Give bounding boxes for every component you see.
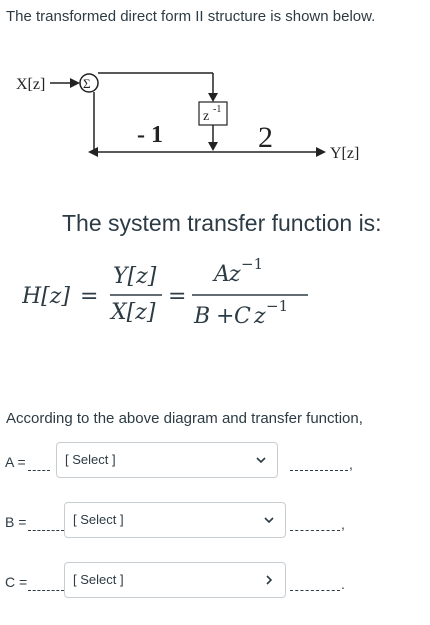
eq-den-plus: + [216,304,234,329]
eq-num-var: z [228,262,241,287]
chevron-down-icon [266,575,273,585]
input-arrowhead [70,78,80,88]
eq-ratio-num: Y[z] [113,264,157,289]
eq-equals-1: = [80,284,98,309]
delay-input-arrowhead [208,93,218,102]
eq-den-exp: −1 [266,297,288,315]
select-a-value: [ Select ] [65,452,116,467]
direct-form-ii-diagram: X[z] Σ z -1 - 1 2 Y[z] [16,72,359,162]
question-intro: The transformed direct form II structure… [6,8,376,25]
select-c-value: [ Select ] [73,572,124,587]
eq-num-coef: A [212,262,230,287]
eq-num-exp: −1 [241,255,263,273]
transfer-function-equation: H[z] = Y[z] X[z] = A z −1 B + C z −1 [22,255,308,329]
blank-lead-b [28,530,64,531]
output-label: Y[z] [330,145,359,162]
blank-trail-b [290,530,340,531]
blank-lead-a [28,470,50,471]
blank-label-b: B = [5,514,27,530]
blank-end-b: , [341,516,345,532]
blank-trail-a [290,470,348,471]
question-context: According to the above diagram and trans… [6,410,363,427]
delay-exponent: -1 [213,104,221,115]
feedback-arrowhead [88,147,98,157]
blank-label-a: A = [5,454,26,470]
feedback-gain: - 1 [137,122,163,148]
eq-equals-2: = [168,284,186,309]
blank-row-c: C = [ Select ] . [0,562,430,602]
delay-label: z [203,109,209,124]
blank-row-a: A = [ Select ] , [0,442,430,482]
eq-lhs: H[z] [22,284,70,309]
blank-trail-c [290,590,340,591]
select-b-value: [ Select ] [73,512,124,527]
sum-symbol: Σ [83,76,91,91]
select-c[interactable]: [ Select ] [64,562,286,598]
forward-gain: 2 [258,121,273,154]
eq-ratio-den: X[z] [109,300,156,325]
chevron-down-icon [264,517,274,524]
delay-output-arrowhead [208,142,218,151]
blank-end-c: . [341,576,345,592]
select-b[interactable]: [ Select ] [64,502,286,538]
eq-den-var: z [253,304,266,329]
select-a[interactable]: [ Select ] [56,442,278,478]
transfer-function-title: The system transfer function is: [62,210,382,236]
eq-den-c: C [234,304,251,329]
blank-row-b: B = [ Select ] , [0,502,430,542]
blank-lead-c [28,590,64,591]
chevron-down-icon [256,457,266,464]
blank-label-c: C = [5,574,28,590]
output-arrowhead [316,147,326,157]
input-label: X[z] [16,76,45,93]
eq-den-b: B [193,304,210,329]
blank-end-a: , [349,456,353,472]
sum-node [79,73,99,93]
